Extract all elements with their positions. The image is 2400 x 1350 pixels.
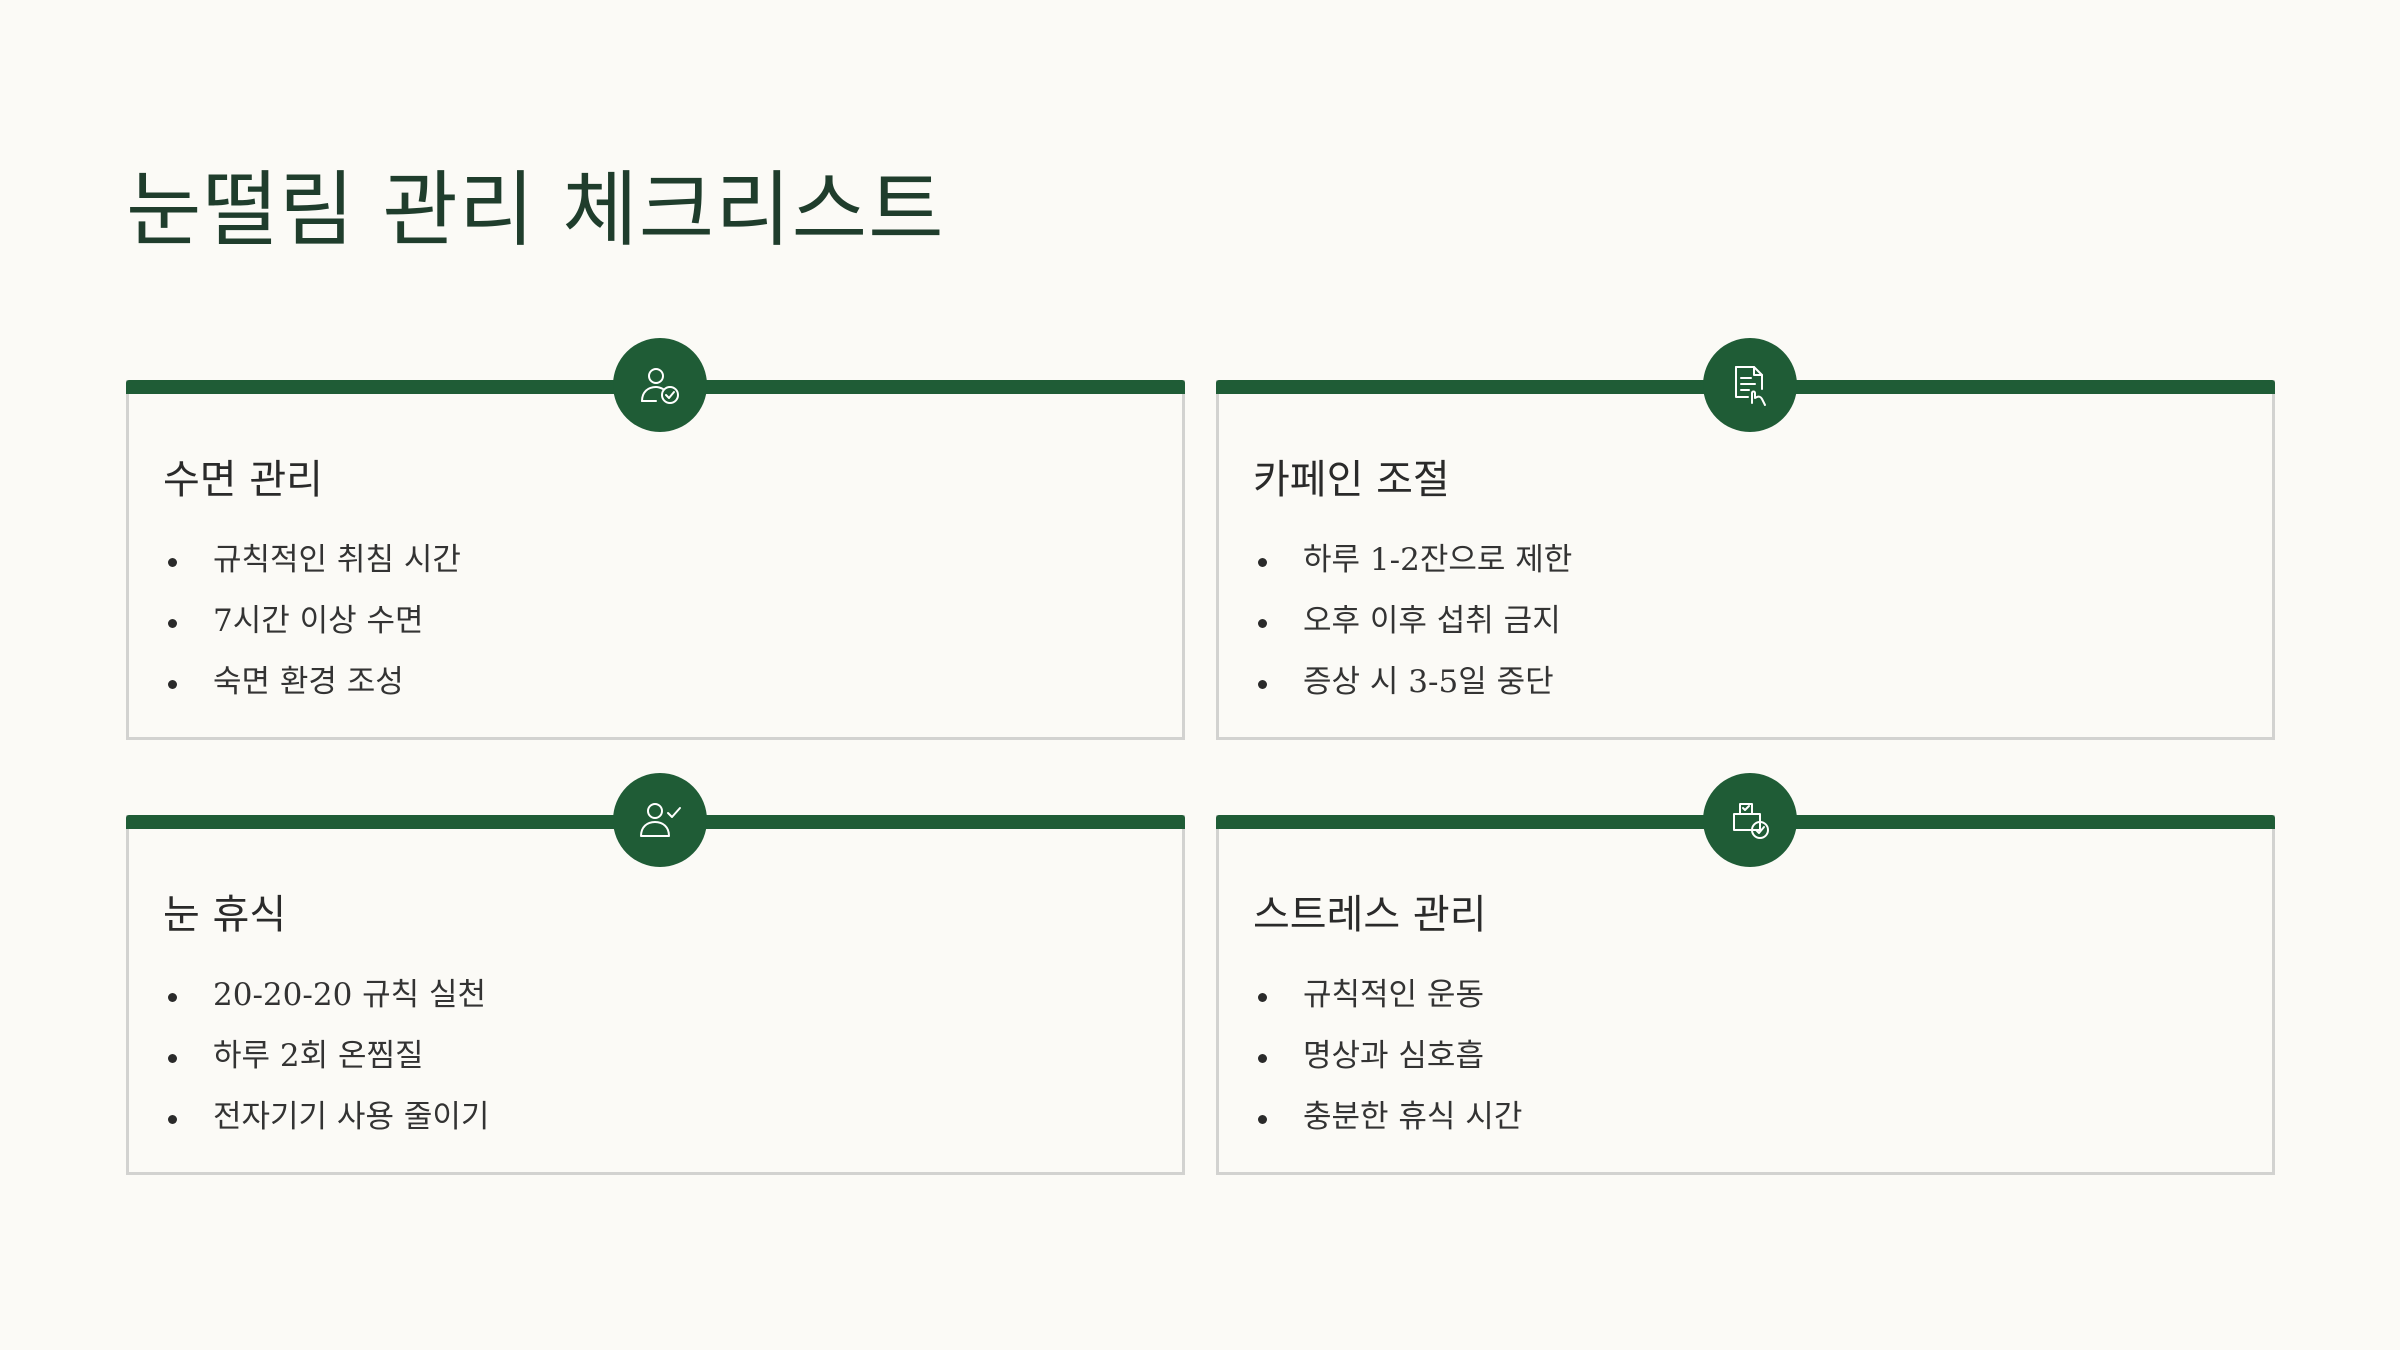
card-sleep-management: 수면 관리 규칙적인 취침 시간 7시간 이상 수면 숙면 환경 조성 <box>126 338 1185 740</box>
list-item: 오후 이후 섭취 금지 <box>1253 591 1572 652</box>
card-list: 하루 1-2잔으로 제한 오후 이후 섭취 금지 증상 시 3-5일 중단 <box>1253 530 1572 713</box>
card-eye-rest: 눈 휴식 20-20-20 규칙 실천 하루 2회 온찜질 전자기기 사용 줄이… <box>126 773 1185 1175</box>
list-item: 증상 시 3-5일 중단 <box>1253 652 1572 713</box>
card-title: 스트레스 관리 <box>1253 892 1487 938</box>
list-item: 숙면 환경 조성 <box>163 652 461 713</box>
card-icon-badge <box>1703 773 1797 867</box>
page-title: 눈떨림 관리 체크리스트 <box>126 163 945 258</box>
list-item: 충분한 휴식 시간 <box>1253 1087 1522 1148</box>
list-item: 하루 2회 온찜질 <box>163 1026 489 1087</box>
list-item: 명상과 심호흡 <box>1253 1026 1522 1087</box>
list-item: 하루 1-2잔으로 제한 <box>1253 530 1572 591</box>
list-item: 규칙적인 운동 <box>1253 965 1522 1026</box>
list-item: 전자기기 사용 줄이기 <box>163 1087 489 1148</box>
clipboard-check-icon <box>1733 803 1769 839</box>
card-icon-badge <box>1703 338 1797 432</box>
card-title: 눈 휴식 <box>163 892 287 938</box>
user-check-icon <box>641 368 679 404</box>
card-title: 수면 관리 <box>163 457 323 503</box>
list-item: 20-20-20 규칙 실천 <box>163 965 489 1026</box>
card-title: 카페인 조절 <box>1253 457 1450 503</box>
list-item: 규칙적인 취침 시간 <box>163 530 461 591</box>
card-list: 규칙적인 취침 시간 7시간 이상 수면 숙면 환경 조성 <box>163 530 461 713</box>
card-icon-badge <box>613 773 707 867</box>
card-icon-badge <box>613 338 707 432</box>
card-list: 20-20-20 규칙 실천 하루 2회 온찜질 전자기기 사용 줄이기 <box>163 965 489 1148</box>
card-list: 규칙적인 운동 명상과 심호흡 충분한 휴식 시간 <box>1253 965 1522 1148</box>
card-stress-management: 스트레스 관리 규칙적인 운동 명상과 심호흡 충분한 휴식 시간 <box>1216 773 2275 1175</box>
person-check-icon <box>640 803 681 837</box>
document-hand-icon <box>1735 366 1766 406</box>
list-item: 7시간 이상 수면 <box>163 591 461 652</box>
card-caffeine-control: 카페인 조절 하루 1-2잔으로 제한 오후 이후 섭취 금지 증상 시 3-5… <box>1216 338 2275 740</box>
